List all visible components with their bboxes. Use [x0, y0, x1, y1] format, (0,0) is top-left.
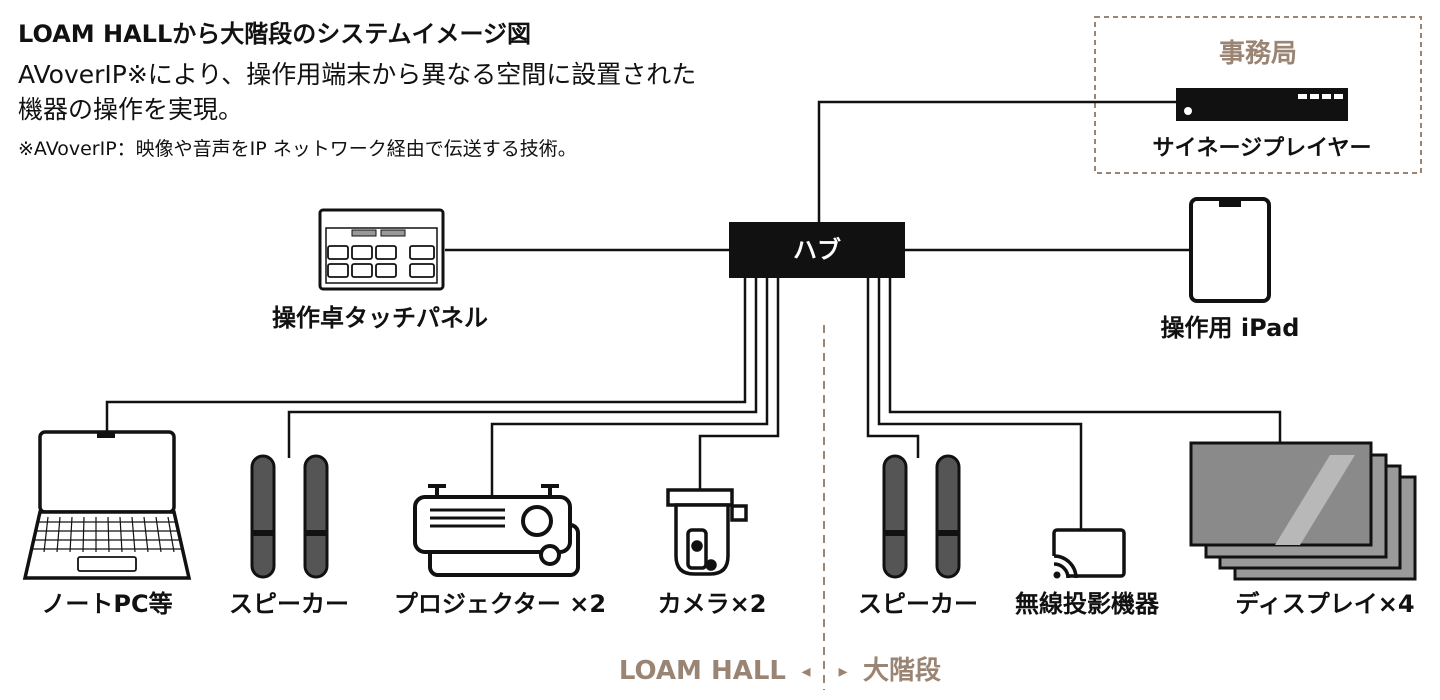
laptop-icon [22, 430, 192, 580]
footnote: ※AVoverIP：映像や音声をIP ネットワーク経由で伝送する技術。 [18, 138, 577, 160]
speaker-right-icon [882, 454, 961, 579]
description-line-1: AVoverIP※により、操作用端末から異なる空間に設置された [18, 60, 697, 89]
projector-icon [413, 484, 580, 577]
network-lines [105, 100, 1282, 530]
speaker-left-label: スピーカー [229, 590, 349, 618]
zone-left-arrow-icon: ◂ [801, 661, 810, 682]
diagram-title: LOAM HALLから大階段のシステムイメージ図 [18, 20, 532, 48]
camera-label: カメラ×2 [658, 590, 767, 618]
display-stack-icon [1189, 441, 1417, 581]
camera-icon [666, 488, 748, 576]
display-label: ディスプレイ×4 [1235, 590, 1414, 618]
ipad-icon [1189, 197, 1271, 303]
office-boundary [1094, 16, 1422, 174]
speaker-left-icon [250, 454, 329, 579]
office-label: 事務局 [1219, 39, 1297, 69]
signage-player-label: サイネージプレイヤー [1153, 136, 1372, 161]
zone-right-label: 大階段 [863, 655, 941, 686]
zone-right-arrow-icon: ▸ [838, 661, 847, 682]
hub-icon [729, 222, 905, 278]
touch-panel-icon [318, 208, 445, 291]
description-line-2: 機器の操作を実現。 [18, 95, 244, 124]
zone-left-label: LOAM HALL [619, 656, 786, 686]
hub-label: ハブ [793, 236, 841, 264]
touch-panel-label: 操作卓タッチパネル [272, 304, 488, 332]
wireless-label: 無線投影機器 [1015, 590, 1160, 618]
ipad-label: 操作用 iPad [1161, 314, 1300, 342]
speaker-right-label: スピーカー [858, 590, 978, 618]
signage-player-icon [1176, 88, 1348, 121]
wireless-cast-icon [1048, 528, 1126, 580]
laptop-label: ノートPC等 [41, 590, 172, 618]
projector-label: プロジェクター ×2 [394, 590, 606, 618]
